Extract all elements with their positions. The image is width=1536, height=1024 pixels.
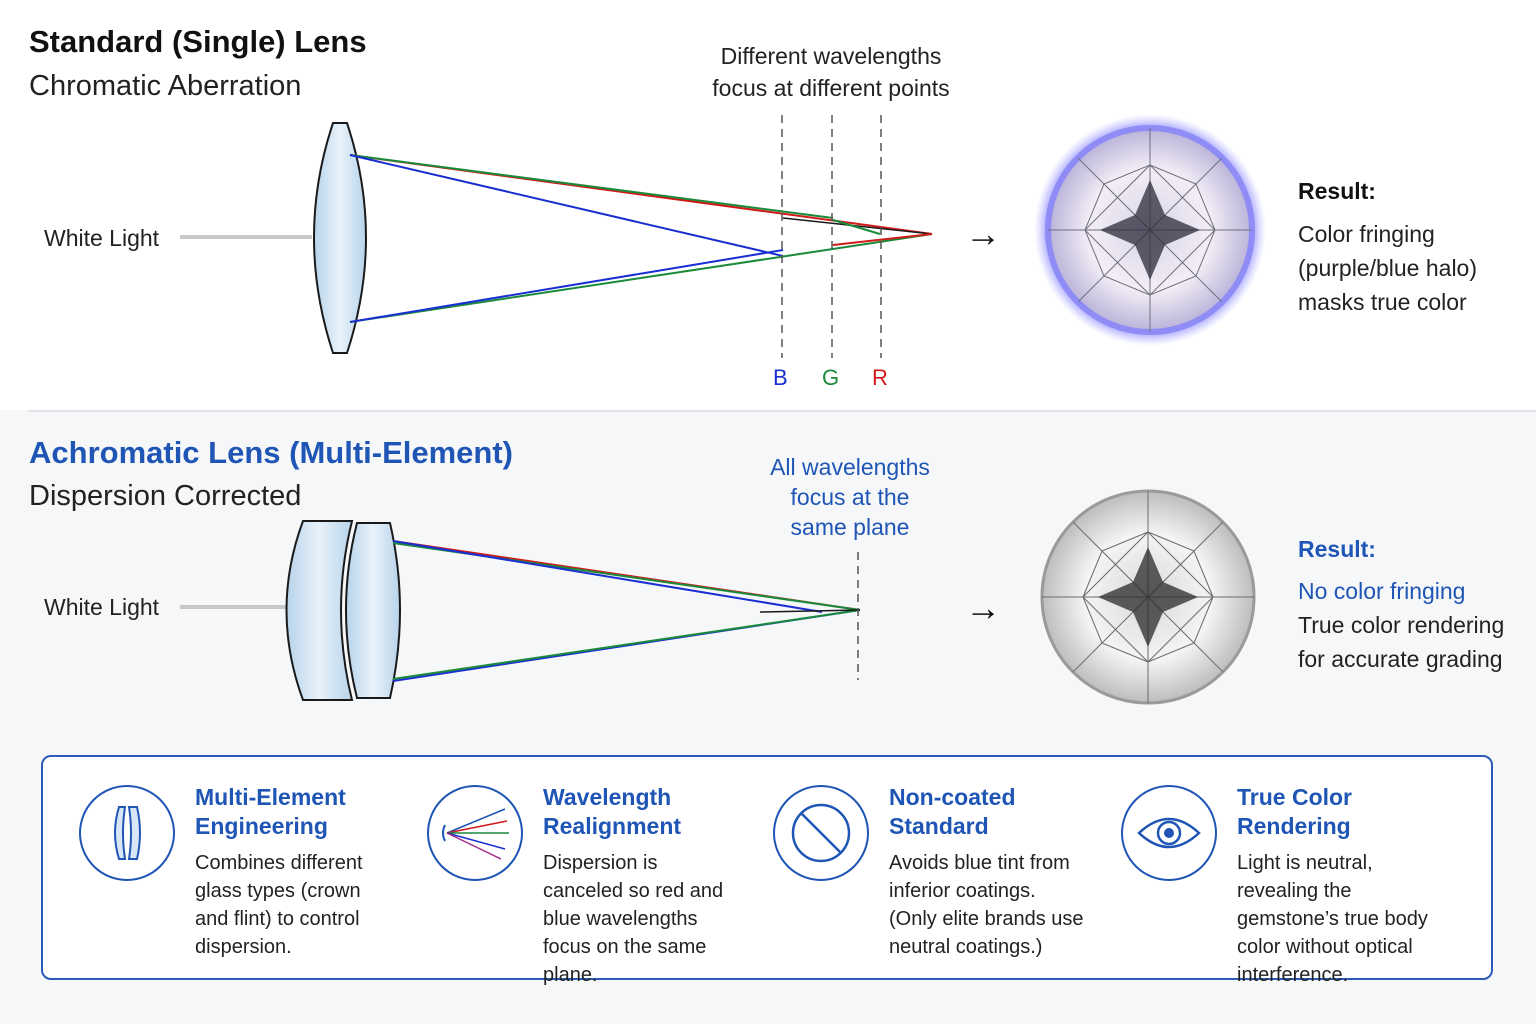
feature-wavelength-realignment: Wavelength Realignment Dispersion is can… xyxy=(391,777,731,986)
gemstone-with-halo xyxy=(1034,114,1266,346)
bottom-arrow-icon: → xyxy=(965,587,1001,628)
feature-title: Non-coated Standard xyxy=(889,784,1016,839)
bottom-result-line1: No color fringing xyxy=(1298,578,1466,604)
eye-icon xyxy=(1121,785,1217,881)
top-result-line1: Color fringing xyxy=(1298,221,1435,247)
feature-description: Dispersion is canceled so red and blue w… xyxy=(543,852,724,986)
top-result-title: Result: xyxy=(1298,178,1376,204)
top-title: Standard (Single) Lens xyxy=(29,24,367,59)
feature-title: True Color Rendering xyxy=(1237,784,1353,839)
bottom-focus-note-line3: same plane xyxy=(790,514,910,540)
gemstone-clean xyxy=(1040,489,1256,705)
feature-true-color: True Color Rendering Light is neutral, r… xyxy=(1085,777,1428,986)
focal-label-b: B xyxy=(773,365,788,390)
feature-description: Light is neutral, revealing the gemstone… xyxy=(1237,852,1428,986)
feature-title: Wavelength Realignment xyxy=(543,784,682,839)
top-section-background xyxy=(0,0,1536,410)
top-light-label: White Light xyxy=(44,225,160,251)
top-focus-note-line2: focus at different points xyxy=(712,75,950,101)
feature-non-coated: Non-coated Standard Avoids blue tint fro… xyxy=(737,777,1084,967)
feature-multi-element: Multi-Element Engineering Combines diffe… xyxy=(43,777,383,967)
bottom-result-title: Result: xyxy=(1298,536,1376,562)
bottom-focus-note: All wavelengths focus at the same plane xyxy=(750,452,950,542)
no-coating-icon xyxy=(773,785,869,881)
top-rays xyxy=(349,154,933,323)
top-focus-note: Different wavelengths focus at different… xyxy=(690,40,972,104)
lens-elements-icon xyxy=(79,785,175,881)
top-subtitle: Chromatic Aberration xyxy=(29,70,302,102)
achromatic-doublet xyxy=(285,520,401,701)
bottom-result-line3: for accurate grading xyxy=(1298,646,1503,672)
bottom-focus-note-line1: All wavelengths xyxy=(770,454,930,480)
bottom-light-label: White Light xyxy=(44,594,160,620)
single-lens xyxy=(313,122,367,354)
bottom-subtitle: Dispersion Corrected xyxy=(29,480,302,512)
features-panel: Multi-Element Engineering Combines diffe… xyxy=(41,755,1493,986)
bottom-result-line2: True color rendering xyxy=(1298,612,1505,638)
focal-label-r: R xyxy=(872,365,888,390)
section-divider xyxy=(28,410,1536,412)
top-focus-note-line1: Different wavelengths xyxy=(720,43,942,69)
focal-label-g: G xyxy=(822,365,840,390)
top-arrow-icon: → xyxy=(965,213,1001,254)
top-result-line3: masks true color xyxy=(1298,289,1467,315)
feature-description: Avoids blue tint from inferior coatings.… xyxy=(889,852,1084,958)
bottom-focus-note-line2: focus at the xyxy=(790,484,910,510)
feature-title: Multi-Element Engineering xyxy=(195,784,346,839)
bottom-title: Achromatic Lens (Multi-Element) xyxy=(29,435,513,470)
top-result-line2: (purple/blue halo) xyxy=(1298,255,1478,281)
bottom-rays xyxy=(392,540,861,682)
focal-plane-markers xyxy=(781,115,882,358)
bottom-result-text: No color fringing True color rendering f… xyxy=(1298,574,1504,676)
light-rays-icon xyxy=(427,785,523,881)
feature-description: Combines different glass types (crown an… xyxy=(195,852,363,958)
top-result-text: Color fringing (purple/blue halo) masks … xyxy=(1298,217,1477,319)
